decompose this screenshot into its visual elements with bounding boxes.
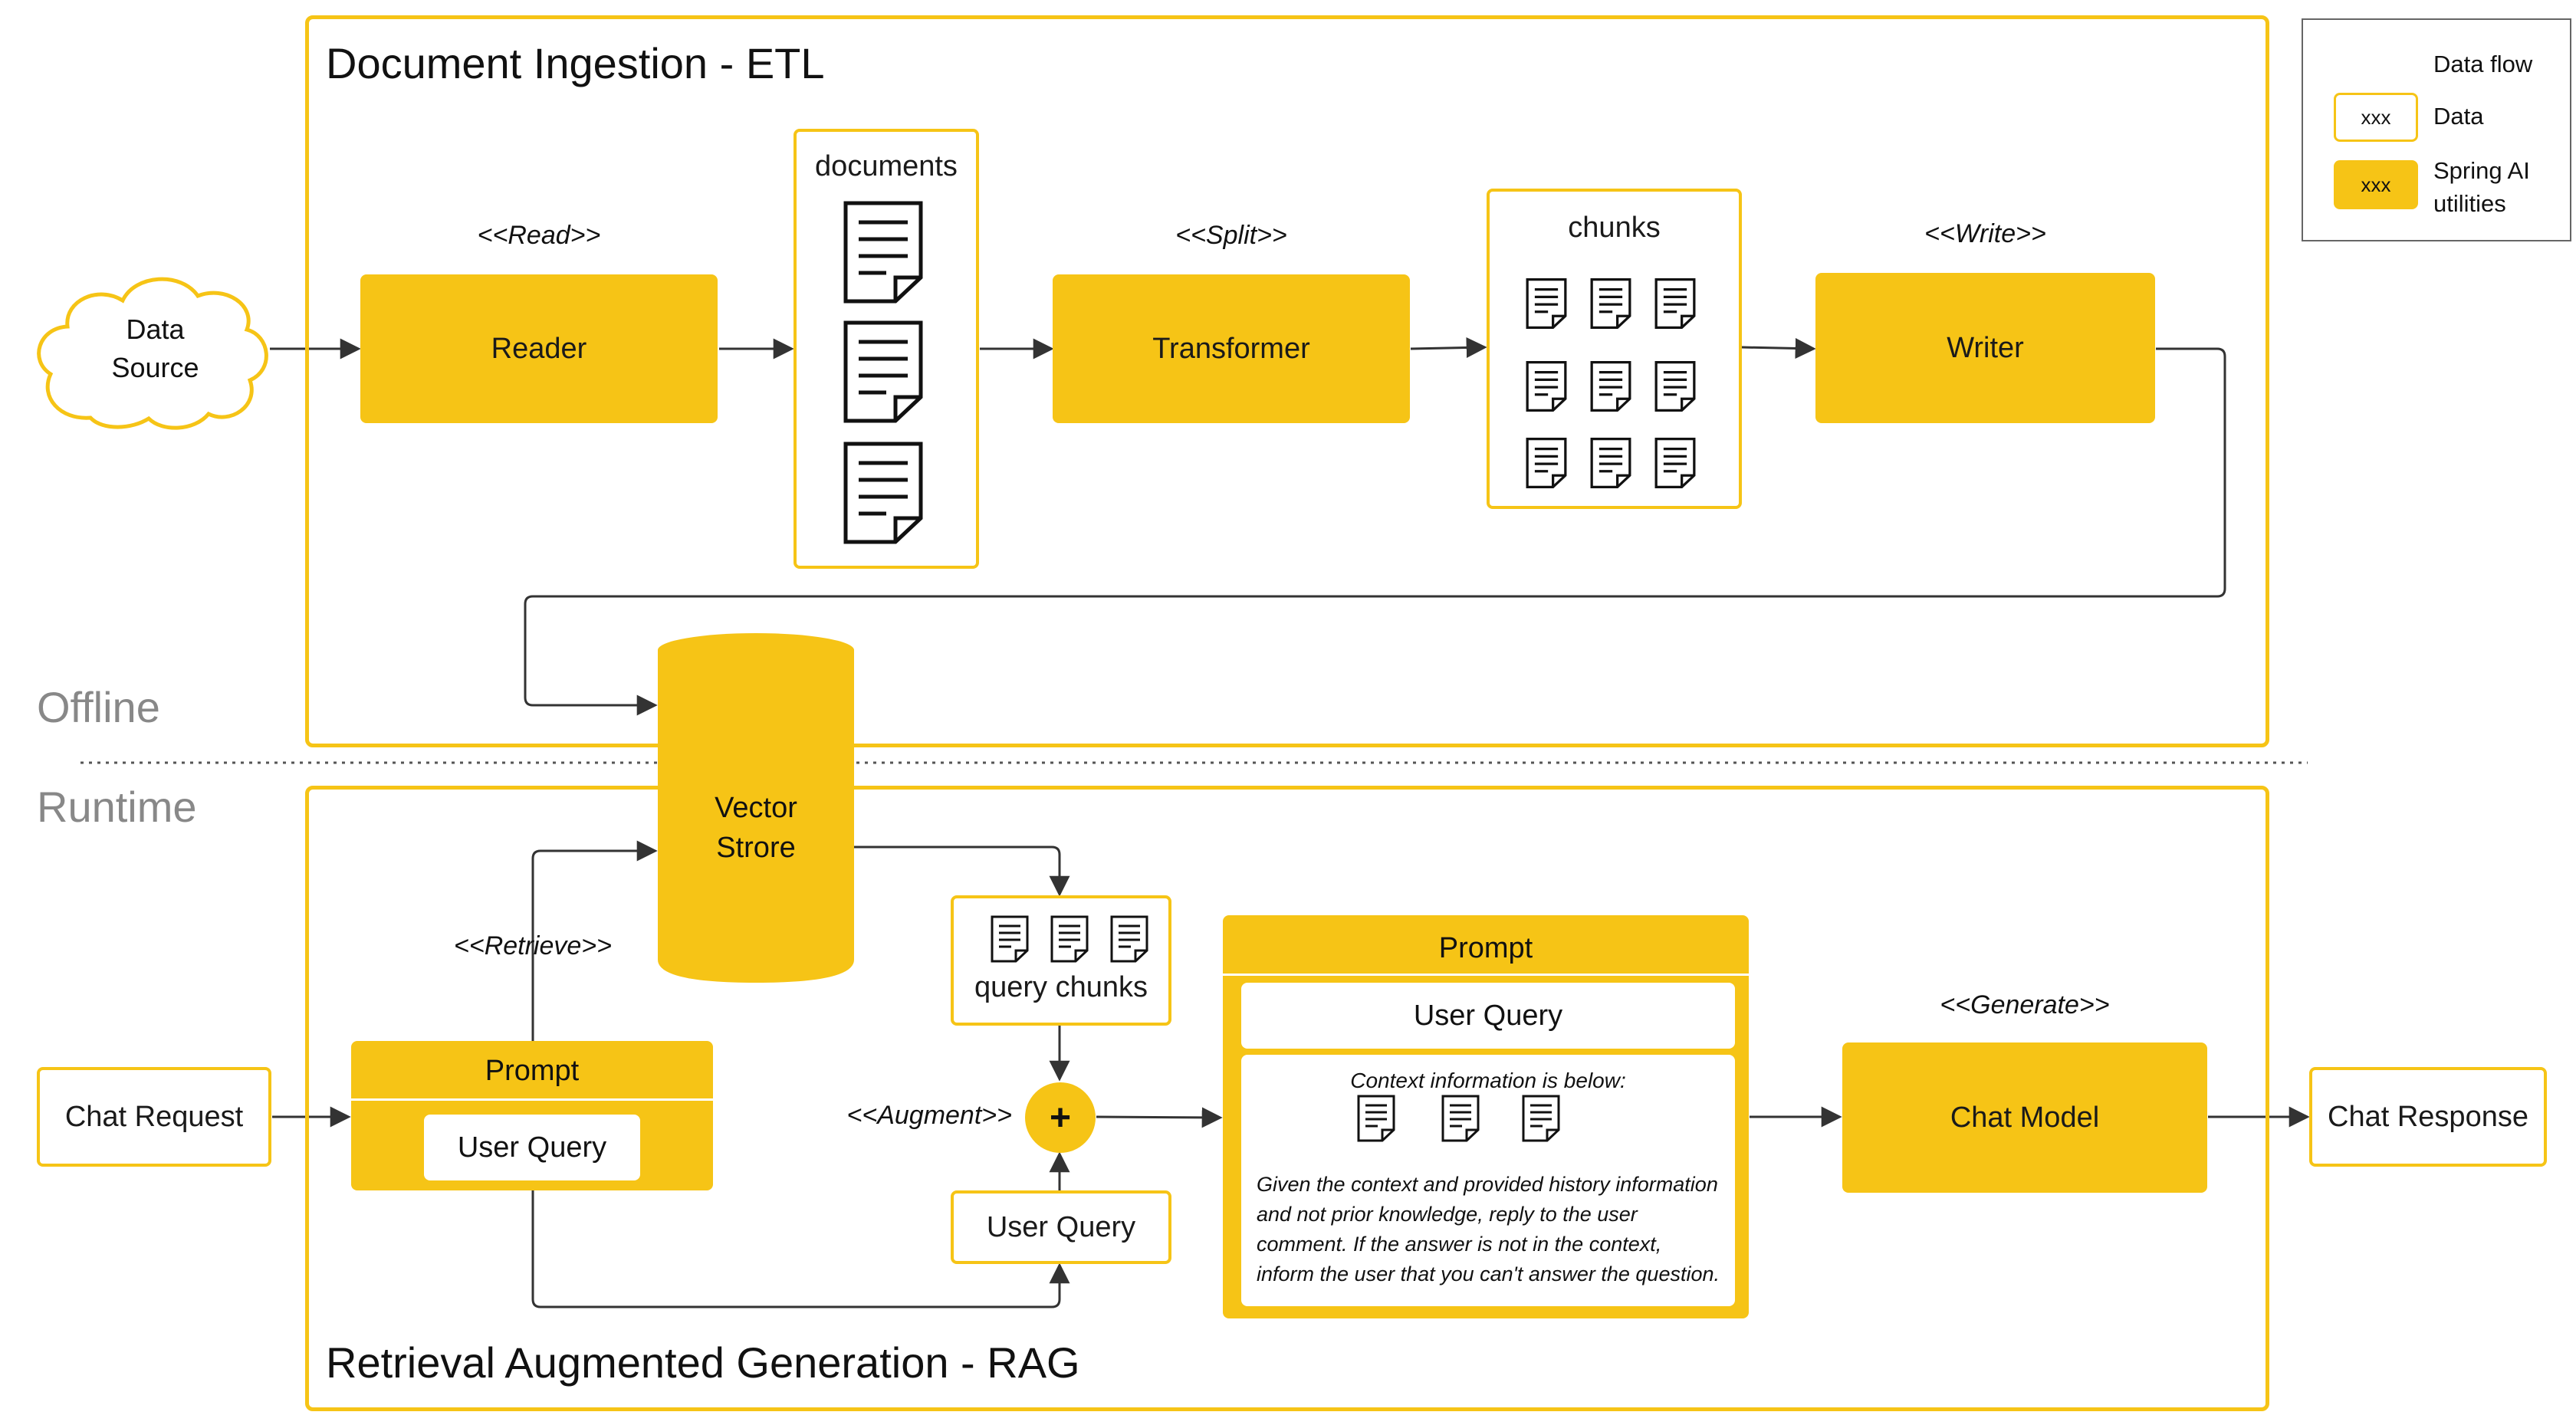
- context-body: Given the context and provided history i…: [1257, 1173, 1720, 1285]
- arrow-prompt-to-vector-store: [531, 840, 658, 1041]
- small-document-icon: [1526, 278, 1567, 329]
- document-icon: [843, 442, 923, 544]
- etl-frame: [305, 15, 2269, 747]
- prompt-left-divider: [351, 1098, 713, 1101]
- transformer-box: Transformer: [1053, 274, 1410, 423]
- chunks-label: chunks: [1568, 212, 1661, 244]
- etl-title: Document Ingestion - ETL: [326, 39, 825, 87]
- small-document-icon: [1654, 438, 1696, 488]
- rag-title: Retrieval Augmented Generation - RAG: [326, 1338, 1080, 1387]
- legend-spring-label: Spring AI utilities: [2433, 154, 2530, 220]
- small-document-icon: [1441, 1095, 1480, 1142]
- plus-icon: +: [1025, 1082, 1096, 1153]
- document-icon: [843, 320, 923, 423]
- data-source-cloud: [37, 277, 268, 430]
- chat-request-box: Chat Request: [37, 1067, 271, 1167]
- arrow-chunks-to-writer: [1741, 337, 1816, 359]
- chat-response-box: Chat Response: [2309, 1067, 2547, 1167]
- small-document-icon: [1526, 438, 1567, 488]
- documents-label: documents: [815, 150, 958, 182]
- chat-model-box: Chat Model: [1842, 1042, 2207, 1193]
- small-document-icon: [1357, 1095, 1395, 1142]
- prompt-left-box: Prompt User Query: [351, 1041, 713, 1190]
- arrow-writer-to-vector-store: [524, 347, 2226, 716]
- small-document-icon: [991, 915, 1029, 963]
- rag-frame: [305, 786, 2269, 1411]
- vector-store-line2: Strore: [716, 832, 796, 864]
- legend-spring-sample: xxx: [2334, 160, 2418, 209]
- reader-box: Reader: [360, 274, 718, 423]
- offline-label: Offline: [37, 683, 160, 731]
- writer-box: Writer: [1815, 273, 2155, 423]
- read-stereotype: <<Read>>: [477, 221, 601, 250]
- legend-data-flow-label: Data flow: [2433, 51, 2533, 77]
- user-query-box: User Query: [951, 1190, 1171, 1264]
- document-icon: [843, 201, 923, 304]
- prompt-main-query: User Query: [1241, 983, 1735, 1049]
- data-source-line1: Data: [126, 314, 185, 345]
- legend-spring-line1: Spring AI: [2433, 157, 2530, 184]
- split-stereotype: <<Split>>: [1175, 221, 1287, 250]
- data-source: Data Source: [77, 307, 234, 391]
- vector-store-line1: Vector: [715, 792, 797, 824]
- data-source-line2: Source: [111, 352, 199, 383]
- vector-store-cylinder: [658, 633, 854, 983]
- legend-data-label: Data: [2433, 103, 2484, 130]
- small-document-icon: [1110, 915, 1148, 963]
- small-document-icon: [1590, 361, 1631, 412]
- prompt-main-title: Prompt: [1438, 931, 1533, 964]
- query-chunks-label: query chunks: [974, 971, 1148, 1003]
- small-document-icon: [1654, 361, 1696, 412]
- write-stereotype: <<Write>>: [1924, 219, 2046, 248]
- small-document-icon: [1590, 438, 1631, 488]
- small-document-icon: [1522, 1095, 1560, 1142]
- generate-stereotype: <<Generate>>: [1940, 990, 2110, 1019]
- small-document-icon: [1590, 278, 1631, 329]
- arrow-prompt-to-user-query: [531, 1188, 1070, 1308]
- small-document-icon: [1050, 915, 1089, 963]
- runtime-label: Runtime: [37, 783, 197, 831]
- arrow-plus-to-prompt: [1096, 1107, 1223, 1128]
- context-header: Context information is below:: [1350, 1069, 1626, 1092]
- legend-box: Data flow xxx Data xxx Spring AI utiliti…: [2302, 18, 2571, 241]
- prompt-left-title: Prompt: [485, 1054, 580, 1087]
- prompt-main-divider: [1223, 974, 1749, 976]
- small-document-icon: [1654, 278, 1696, 329]
- augment-stereotype: <<Augment>>: [846, 1101, 1012, 1130]
- arrow-vector-store-to-chunks: [853, 845, 1070, 897]
- arrow-transformer-to-chunks: [1410, 337, 1487, 358]
- retrieve-stereotype: <<Retrieve>>: [453, 931, 613, 960]
- legend-data-sample: xxx: [2334, 93, 2418, 142]
- legend-spring-line2: utilities: [2433, 190, 2506, 217]
- prompt-context-panel: Context information is below: Given the …: [1241, 1055, 1735, 1306]
- small-document-icon: [1526, 361, 1567, 412]
- prompt-left-query: User Query: [424, 1115, 640, 1180]
- vector-store: Vector Strore: [658, 786, 854, 870]
- prompt-main-box: Prompt User Query Context information is…: [1223, 915, 1749, 1318]
